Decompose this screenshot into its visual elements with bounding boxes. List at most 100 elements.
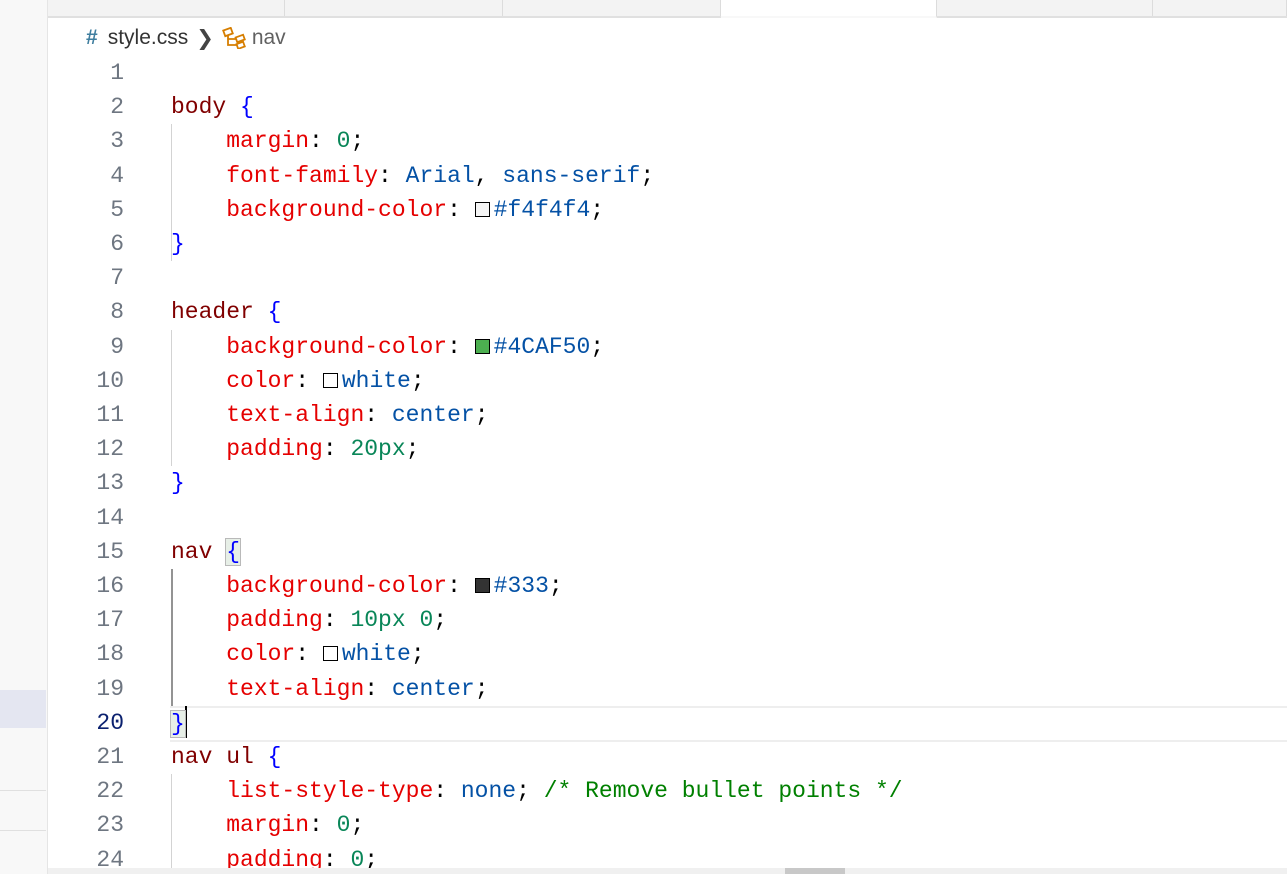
code-content[interactable]: nav {: [171, 535, 242, 569]
code-content[interactable]: background-color: #4CAF50;: [171, 330, 604, 364]
code-content[interactable]: body {: [171, 90, 254, 124]
value-token: none: [460, 778, 517, 805]
code-content[interactable]: color: white;: [171, 637, 424, 671]
punctuation-token: [406, 607, 420, 633]
property-token: font-family: [226, 162, 379, 189]
line-number: 3: [110, 128, 124, 155]
number-token: 20px: [350, 436, 406, 463]
indent-token: [171, 436, 226, 462]
code-content[interactable]: padding: 0;: [171, 843, 378, 868]
editor-tab-active[interactable]: [721, 0, 937, 18]
code-content[interactable]: header {: [171, 295, 281, 329]
punctuation-token: :: [447, 196, 475, 223]
punctuation-token: ;: [548, 573, 563, 599]
editor-tab[interactable]: [1153, 0, 1287, 16]
punctuation-token: :: [295, 641, 323, 668]
code-line: 4 font-family: Arial, sans-serif;: [48, 159, 1287, 193]
code-content[interactable]: nav ul {: [171, 740, 281, 774]
scrollbar-thumb[interactable]: [785, 868, 845, 874]
code-content[interactable]: }: [170, 705, 187, 741]
editor-tab[interactable]: [48, 0, 285, 16]
editor-tab[interactable]: [285, 0, 503, 16]
code-content[interactable]: text-align: center;: [171, 672, 489, 706]
line-number: 10: [96, 367, 124, 394]
color-swatch[interactable]: [322, 372, 338, 388]
breadcrumb-symbol[interactable]: nav: [251, 26, 286, 49]
color-swatch[interactable]: [474, 201, 490, 217]
punctuation-token: ;: [405, 436, 420, 463]
number-token: 0: [350, 846, 365, 868]
editor-tab[interactable]: [503, 0, 721, 16]
code-content[interactable]: font-family: Arial, sans-serif;: [171, 159, 654, 193]
indent-token: [171, 368, 226, 394]
punctuation-token: ;: [364, 846, 379, 868]
line-number: 1: [110, 60, 124, 86]
indent-guide: [171, 329, 172, 467]
code-line: 11 text-align: center;: [48, 398, 1287, 432]
sidebar-selected-item[interactable]: [0, 690, 46, 728]
code-content[interactable]: margin: 0;: [171, 124, 364, 158]
color-swatch[interactable]: [474, 578, 490, 593]
punctuation-token: ,: [474, 162, 503, 189]
line-number: 22: [96, 778, 124, 805]
code-content[interactable]: padding: 20px;: [171, 432, 419, 466]
brace-token: {: [267, 299, 282, 326]
horizontal-scrollbar[interactable]: [48, 868, 1287, 874]
punctuation-token: ;: [474, 675, 489, 702]
line-number: 14: [96, 504, 124, 531]
value-token: Arial: [405, 162, 475, 189]
code-content[interactable]: margin: 0;: [171, 808, 364, 842]
indent-token: [171, 163, 226, 189]
brace-token: }: [171, 470, 185, 497]
sidebar-divider: [0, 830, 46, 831]
number-token: 0: [419, 607, 434, 634]
breadcrumb-file[interactable]: style.css: [107, 26, 189, 49]
code-line: 21 nav ul {: [48, 740, 1287, 774]
editor-tab[interactable]: [937, 0, 1153, 16]
indent-guide: [171, 774, 172, 868]
code-content[interactable]: color: white;: [171, 364, 424, 398]
color-swatch[interactable]: [322, 646, 338, 662]
code-line: 19 text-align: center;: [48, 672, 1287, 706]
code-content[interactable]: }: [171, 227, 185, 261]
line-number: 21: [96, 744, 124, 770]
code-content[interactable]: background-color: #333;: [171, 569, 563, 603]
punctuation-token: :: [364, 675, 392, 702]
selector-token: nav: [171, 538, 227, 565]
code-content[interactable]: }: [171, 466, 185, 500]
brace-token: {: [240, 94, 254, 121]
indent-token: [171, 607, 226, 633]
property-token: color: [226, 641, 296, 668]
code-line: 3 margin: 0;: [48, 124, 1287, 158]
code-content[interactable]: background-color: #f4f4f4;: [171, 193, 604, 227]
punctuation-token: ;: [433, 607, 448, 634]
punctuation-token: :: [309, 812, 337, 839]
editor-tab-bar: [48, 0, 1287, 18]
number-token: 10px: [350, 607, 406, 634]
value-token: center: [391, 675, 475, 702]
property-token: text-align: [226, 675, 365, 702]
punctuation-token: :: [433, 778, 461, 805]
code-line: 22 list-style-type: none; /* Remove bull…: [48, 774, 1287, 808]
color-swatch[interactable]: [474, 338, 490, 354]
code-content[interactable]: list-style-type: none; /* Remove bullet …: [171, 774, 902, 808]
code-line: 6}: [48, 227, 1287, 261]
selector-token: body: [171, 94, 241, 121]
code-line: 18 color: white;: [48, 637, 1287, 671]
indent-token: [171, 778, 226, 804]
code-line: 14: [48, 501, 1287, 535]
property-token: margin: [226, 128, 310, 155]
indent-token: [171, 402, 226, 428]
line-number: 12: [96, 436, 124, 463]
code-content[interactable]: text-align: center;: [171, 398, 488, 432]
text-cursor: [184, 705, 187, 738]
punctuation-token: ;: [590, 333, 605, 360]
property-token: text-align: [226, 402, 365, 428]
code-content[interactable]: padding: 10px 0;: [171, 603, 447, 637]
indent-token: [171, 197, 226, 223]
punctuation-token: :: [322, 436, 351, 463]
matched-brace-token: {: [225, 537, 242, 566]
